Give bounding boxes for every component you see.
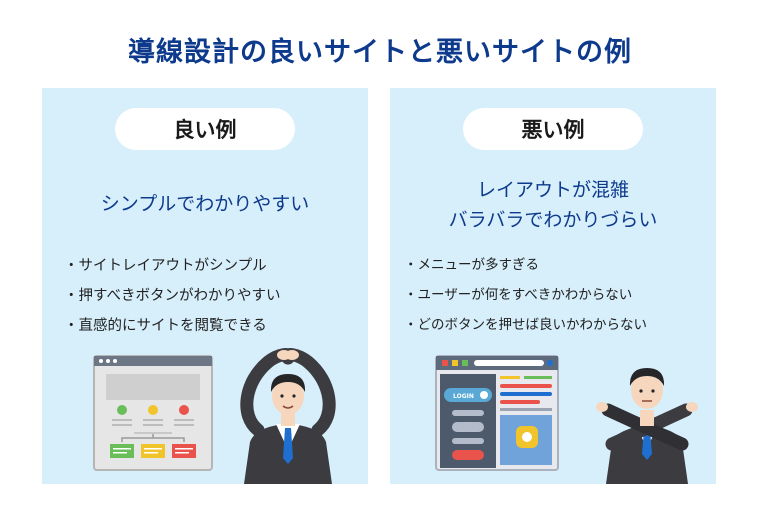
simple-website-illustration [93, 355, 213, 471]
bad-example-label: 悪い例 [463, 108, 643, 150]
page-title: 導線設計の良いサイトと悪いサイトの例 [128, 37, 632, 68]
bad-example-panel: 悪い例 レイアウトが混雑 バラバラでわかりづらい メニューが多すぎる ユーザーが… [390, 88, 716, 484]
login-button-text: LOGIN [453, 393, 474, 400]
good-point: 押すべきボタンがわかりやすい [64, 281, 364, 311]
businessman-circle-gesture-illustration [240, 348, 336, 484]
bad-point: どのボタンを押せば良いかわからない [404, 310, 704, 340]
bad-subtitle-line: レイアウトが混雑 [476, 179, 629, 201]
good-example-subtitle: シンプルでわかりやすい [42, 189, 368, 219]
bad-point: メニューが多すぎる [404, 250, 704, 280]
bad-points-list: メニューが多すぎる ユーザーが何をすべきかわからない どのボタンを押せば良いかわ… [404, 250, 704, 340]
good-point: サイトレイアウトがシンプル [64, 251, 364, 281]
bad-subtitle-line: バラバラでわかりづらい [448, 209, 658, 231]
good-points-list: サイトレイアウトがシンプル 押すべきボタンがわかりやすい 直感的にサイトを閲覧で… [64, 251, 364, 341]
good-point: 直感的にサイトを閲覧できる [64, 311, 364, 341]
good-example-label: 良い例 [115, 108, 295, 150]
bad-point: ユーザーが何をすべきかわからない [404, 280, 704, 310]
cluttered-website-illustration: LOGIN [435, 355, 559, 471]
bad-example-subtitle: レイアウトが混雑 バラバラでわかりづらい [390, 175, 716, 235]
good-subtitle-line: シンプルでわかりやすい [100, 193, 310, 215]
good-example-panel: 良い例 シンプルでわかりやすい サイトレイアウトがシンプル 押すべきボタンがわか… [42, 88, 368, 484]
businessman-cross-gesture-illustration [596, 368, 698, 484]
